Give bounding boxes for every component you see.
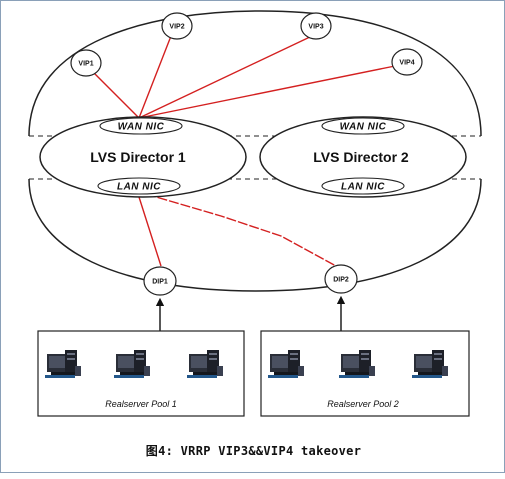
director-1-wan-label: WAN NIC — [118, 122, 165, 133]
vip1-node: VIP1 — [70, 49, 102, 77]
realserver-pool-2: Realserver Pool 2 — [260, 330, 470, 417]
pool-2-label: Realserver Pool 2 — [327, 399, 399, 409]
director-2-wan-nic — [321, 117, 405, 135]
link-dip1 — [138, 196, 162, 267]
vip3-label: VIP3 — [308, 24, 323, 31]
director-2: WAN NIC LVS Director 2 LAN NIC — [259, 116, 467, 198]
link-vip4 — [138, 65, 396, 119]
realserver-pool-1: Realserver Pool 1 — [37, 330, 245, 417]
link-dip2 — [145, 193, 337, 267]
dip2-label: DIP2 — [333, 277, 349, 284]
vip-links — [91, 35, 396, 119]
vip4-node: VIP4 — [391, 48, 423, 76]
vip1-label: VIP1 — [78, 61, 93, 68]
director-1-wan-nic — [99, 117, 183, 135]
dip1-node: DIP1 — [143, 266, 177, 296]
dip2-node: DIP2 — [324, 264, 358, 294]
director-1-lan-label: LAN NIC — [117, 182, 161, 193]
link-vip3 — [138, 35, 313, 119]
dip-links — [138, 193, 337, 267]
director-1: WAN NIC LVS Director 1 LAN NIC — [39, 116, 247, 198]
director-2-lan-label: LAN NIC — [341, 182, 385, 193]
director-2-wan-label: WAN NIC — [340, 122, 387, 133]
vip3-node: VIP3 — [300, 12, 332, 40]
director-1-lan-nic — [97, 177, 181, 195]
director-2-lan-nic — [321, 177, 405, 195]
pool-1-label: Realserver Pool 1 — [105, 399, 177, 409]
vip2-node: VIP2 — [161, 12, 193, 40]
link-vip2 — [138, 35, 172, 119]
director-1-label: LVS Director 1 — [90, 149, 186, 165]
figure-caption: 图4: VRRP VIP3&&VIP4 takeover — [145, 444, 362, 458]
link-vip1 — [91, 70, 140, 119]
vip4-label: VIP4 — [399, 60, 414, 67]
vip2-label: VIP2 — [169, 24, 184, 31]
director-2-label: LVS Director 2 — [313, 149, 409, 165]
dip1-label: DIP1 — [152, 279, 168, 286]
